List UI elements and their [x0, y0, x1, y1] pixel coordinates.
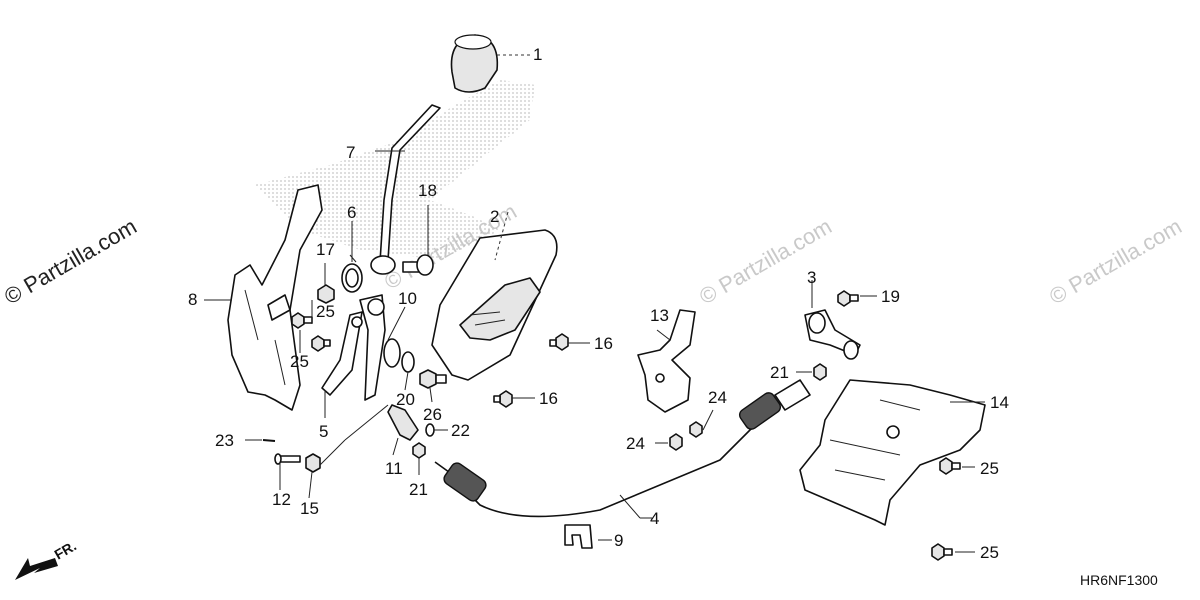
shift-cable	[434, 379, 811, 518]
bolt-16-b	[493, 390, 513, 408]
bolt-19	[837, 290, 859, 307]
heat-shield	[799, 379, 986, 526]
callout-1: 1	[533, 45, 542, 64]
diagram-code: HR6NF1300	[1080, 572, 1158, 588]
callout-25d: 25	[980, 543, 999, 562]
callout-24a: 24	[708, 388, 727, 407]
callout-18: 18	[418, 181, 437, 200]
shift-lever	[370, 104, 441, 275]
cable-bracket	[637, 309, 696, 413]
bolt-25-d	[931, 543, 953, 561]
shift-bracket	[227, 184, 323, 411]
rod-end	[804, 309, 861, 360]
callout-16a: 16	[594, 334, 613, 353]
bolt-12	[274, 453, 301, 465]
callout-23: 23	[215, 431, 234, 450]
callout-25a: 25	[316, 302, 335, 321]
callout-21a: 21	[409, 480, 428, 499]
bolt-25-b	[311, 335, 331, 352]
callout-25c: 25	[980, 459, 999, 478]
bolt-26	[419, 369, 447, 389]
link-arm	[359, 294, 386, 401]
cable-clip	[387, 404, 419, 441]
callout-numbers: 1 2 3 4 5 6 7 8 9 10 11 12 13 14 15 16 1…	[188, 45, 1009, 562]
bolt-25-a	[291, 312, 313, 329]
callout-21b: 21	[770, 363, 789, 382]
bolt-24-b	[669, 433, 683, 451]
nut-21-a	[412, 442, 426, 459]
spring-part	[341, 254, 363, 293]
washer-10	[383, 338, 401, 368]
washer-20	[401, 351, 415, 373]
callout-15: 15	[300, 499, 319, 518]
callout-8: 8	[188, 290, 197, 309]
callout-2: 2	[490, 207, 499, 226]
bolt-16-a	[549, 333, 569, 351]
callout-5: 5	[319, 422, 328, 441]
callout-13: 13	[650, 306, 669, 325]
bolt-25-c	[939, 457, 961, 475]
callout-25b: 25	[290, 352, 309, 371]
callout-24b: 24	[626, 434, 645, 453]
callout-17: 17	[316, 240, 335, 259]
callout-6: 6	[347, 203, 356, 222]
callout-7: 7	[346, 143, 355, 162]
shift-knob	[450, 34, 499, 93]
lever-arm	[321, 311, 363, 396]
front-marker: FR.	[52, 537, 80, 562]
leader-lines	[204, 54, 985, 553]
callout-9: 9	[614, 531, 623, 550]
nut-17	[317, 284, 335, 304]
callout-4: 4	[650, 509, 659, 528]
callout-19: 19	[881, 287, 900, 306]
callout-26: 26	[423, 405, 442, 424]
cable-clip-9	[564, 524, 593, 549]
callout-20: 20	[396, 390, 415, 409]
nut-15	[305, 453, 321, 473]
watermark-right: © Partzilla.com	[1045, 214, 1186, 310]
callout-16b: 16	[539, 389, 558, 408]
o-ring-22	[425, 423, 435, 437]
watermark-mid: © Partzilla.com	[695, 214, 836, 310]
callout-11: 11	[385, 459, 403, 478]
watermark-left: © Partzilla.com	[0, 214, 141, 310]
callout-22: 22	[451, 421, 470, 440]
front-arrow-icon	[15, 558, 58, 580]
callout-3: 3	[807, 268, 816, 287]
pin-23	[262, 439, 276, 442]
callout-12: 12	[272, 490, 291, 509]
nut-21-b	[813, 363, 827, 381]
shift-cover	[431, 229, 558, 381]
bolt-24-a	[689, 421, 703, 438]
bolt-18	[402, 254, 434, 276]
callout-14: 14	[990, 393, 1009, 412]
callout-10: 10	[398, 289, 417, 308]
